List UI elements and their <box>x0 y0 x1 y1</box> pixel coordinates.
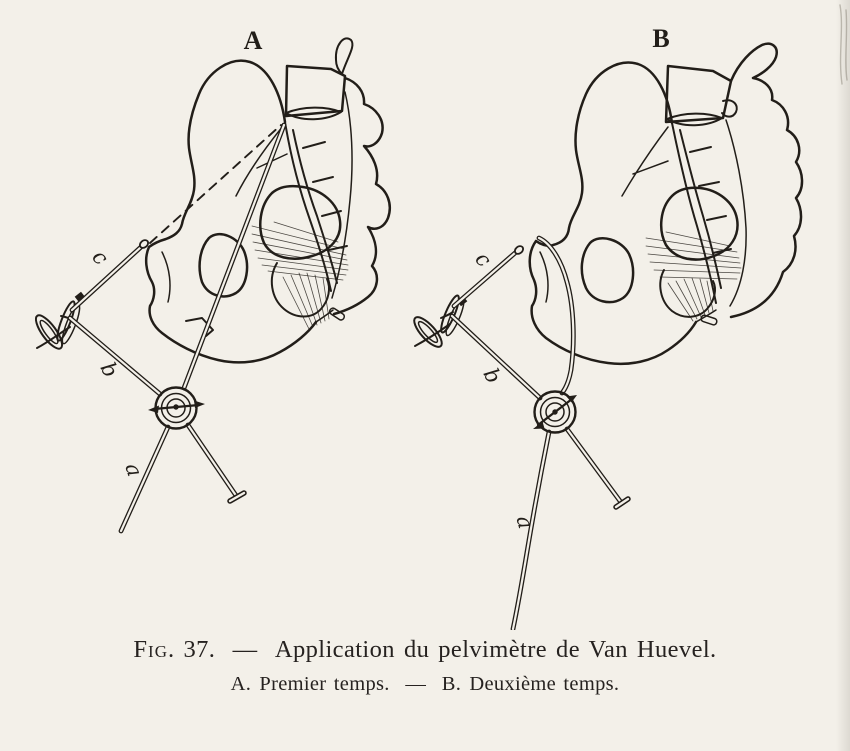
figure-37-plate: A <box>34 4 848 630</box>
bell-mouth-a <box>34 314 64 350</box>
sacral-canal-line-b <box>725 119 747 307</box>
pelvimeter-b: c b a <box>413 235 631 630</box>
sacral-segment-dashes-a <box>302 141 348 251</box>
sciatic-cavity-b <box>659 186 739 261</box>
legend-a-text: Premier temps. <box>259 673 390 695</box>
legend-a-label: A. <box>230 673 252 695</box>
articular-nub-b <box>721 99 738 118</box>
pelvis-a <box>144 37 392 364</box>
obturator-foramen-a <box>198 233 249 298</box>
caption-fig-number: 37. <box>183 636 216 663</box>
set-screw-a <box>74 291 86 303</box>
coccyx-tip-b <box>700 314 718 326</box>
ligament-hatching-a <box>251 221 349 330</box>
outlet-curve-b <box>659 269 716 318</box>
panel-a-drawing: A <box>34 26 392 534</box>
sacrosciatic-hatch-a <box>251 221 349 281</box>
bell-mouth-inner-a <box>39 319 59 345</box>
pelvis-b <box>528 42 804 366</box>
dial-ring-inner-b <box>545 402 565 422</box>
obturator-foramen-b <box>580 237 635 304</box>
sacrum-anterior-b <box>671 122 722 304</box>
panel-b-label: B <box>652 24 669 53</box>
vertebra-disc-b <box>666 112 723 127</box>
sacrum-posterior-a <box>332 76 392 316</box>
dial-pivot-b <box>552 409 558 415</box>
dial-a <box>148 386 205 430</box>
sacrotuberous-hatch-b <box>667 277 714 322</box>
branch-b-label-b: b <box>478 364 506 387</box>
handle-crossbar-core-b <box>614 497 630 509</box>
sacrum-anterior-a <box>284 121 338 292</box>
ligament-hatching-b <box>645 231 742 322</box>
branch-c-label-a: c <box>87 245 113 270</box>
figure-caption: Fig. 37. — Application du pelvimètre de V… <box>0 636 850 696</box>
dial-pivot-a <box>173 404 179 410</box>
caption-dash: — <box>232 636 258 663</box>
pelvimeter-a: c b a <box>34 122 287 534</box>
vertebra-disc-a <box>285 106 342 121</box>
sciatic-cavity-a <box>259 184 342 260</box>
sacrotuberous-hatch-a <box>282 272 330 330</box>
outlet-curve-a <box>270 262 330 318</box>
dial-ring-outer-b <box>533 390 577 434</box>
scan-edge-artifact <box>839 4 848 85</box>
sacral-segment-dashes-b <box>689 146 732 254</box>
sacrum-posterior-b <box>729 42 804 319</box>
caption-title: Application du pelvimètre de Van Huevel. <box>274 636 717 663</box>
handle-crossbar-core-a <box>228 491 246 503</box>
panel-a-label: A <box>244 26 263 55</box>
dial-ring-middle-b <box>539 396 571 428</box>
dial-needle-arrows-b <box>533 395 577 429</box>
panel-b-drawing: B <box>413 24 804 630</box>
legend-b-text: Deuxième temps. <box>469 673 620 695</box>
sacral-canal-line-a <box>331 91 353 299</box>
vertebra-a <box>284 64 347 118</box>
spinous-process-a <box>334 37 354 75</box>
branch-c-tip-b <box>514 245 524 255</box>
caption-fig-abbrev: Fig. <box>133 636 176 663</box>
dial-b <box>533 390 577 434</box>
bone-hint-lines-b <box>539 126 717 323</box>
sacrosciatic-hatch-b <box>645 231 742 280</box>
bell-mouth-b <box>413 316 443 348</box>
branch-c-label-b: c <box>470 247 496 272</box>
conjugate-diameter-dashed-line-a <box>149 124 282 244</box>
branch-rods-a <box>67 122 287 534</box>
ilium-outline-a <box>144 59 318 364</box>
branch-rods-core-a <box>68 123 286 533</box>
branch-b-label-a: b <box>95 358 123 381</box>
legend-dash: — <box>405 673 427 695</box>
branch-a-label-b: a <box>512 513 538 531</box>
caption-line-1: Fig. 37. — Application du pelvimètre de V… <box>0 636 850 664</box>
ilium-outline-b <box>528 61 698 366</box>
branch-c-tip-a <box>139 239 149 249</box>
coccyx-tip-a <box>328 307 346 321</box>
legend-b-label: B. <box>441 673 462 695</box>
bell-flange-a <box>56 300 76 342</box>
bell-mouth-inner-b <box>417 320 439 344</box>
branch-rods-core-b <box>450 236 622 630</box>
caption-line-2: A. Premier temps. — B. Deuxième temps. <box>0 673 850 696</box>
